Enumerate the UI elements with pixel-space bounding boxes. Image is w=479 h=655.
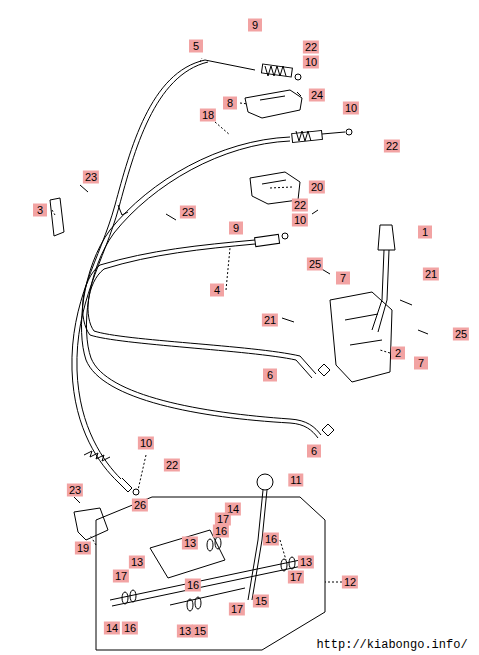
- lever-housing: [330, 292, 392, 382]
- cable-spring: [84, 451, 110, 461]
- cable-bracket: [245, 90, 302, 118]
- callout-number: 22: [292, 199, 308, 212]
- lever-knob: [257, 474, 273, 490]
- callout-number: 12: [342, 576, 358, 589]
- callout-number: 3: [33, 204, 47, 217]
- callout-number: 21: [423, 268, 439, 281]
- cable-bracket: [74, 508, 108, 540]
- callout-number: 7: [414, 357, 428, 370]
- callout-number: 21: [262, 314, 278, 327]
- cable-eye: [133, 489, 139, 495]
- callout-number: 16: [213, 525, 229, 538]
- callout-number: 24: [309, 89, 325, 102]
- cable-rod: [205, 60, 255, 70]
- shift-lever: [372, 250, 389, 332]
- callout-number: 10: [343, 102, 359, 115]
- callout-number: 7: [336, 272, 350, 285]
- callout-number: 25: [453, 328, 469, 341]
- bolt: [282, 268, 428, 334]
- callout-number: 23: [83, 171, 99, 184]
- lever-boot: [318, 364, 334, 436]
- callout-number: 17: [229, 603, 245, 616]
- washer: [281, 559, 287, 571]
- callout-number: 4: [210, 284, 224, 297]
- callout-number: 15: [253, 595, 269, 608]
- callout-number: 9: [229, 222, 243, 235]
- callout-number: 16: [185, 579, 201, 592]
- callout-number: 16: [122, 622, 138, 635]
- callout-number: 22: [384, 140, 400, 153]
- washer: [122, 592, 128, 604]
- bolt: [74, 92, 318, 503]
- callout-number: 20: [309, 181, 325, 194]
- callout-number: 9: [248, 19, 262, 32]
- callout-number: 16: [263, 533, 279, 546]
- assembly-outline: [96, 497, 325, 650]
- washer: [207, 539, 213, 551]
- callout-number: 10: [138, 437, 154, 450]
- select-cable: [81, 137, 318, 438]
- shift-cable: [88, 244, 316, 374]
- washer: [215, 537, 221, 549]
- callout-number: 22: [303, 41, 319, 54]
- cable-rod: [322, 132, 345, 134]
- cable-spring: [265, 66, 286, 76]
- washer: [289, 557, 295, 569]
- shift-cable: [72, 60, 205, 482]
- callout-number: 8: [223, 97, 237, 110]
- cable-adjuster: [261, 64, 292, 77]
- callout-number: 15: [192, 625, 208, 638]
- cable-eye: [295, 74, 301, 80]
- shift-knob: [378, 225, 395, 250]
- callout-number: 22: [164, 459, 180, 472]
- callout-number: 26: [132, 499, 148, 512]
- cable-spring: [296, 131, 311, 141]
- callout-number: 5: [189, 40, 203, 53]
- callout-number: 10: [303, 56, 319, 69]
- callout-number: 18: [200, 109, 216, 122]
- callout-number: 6: [307, 445, 321, 458]
- callout-number: 14: [104, 622, 120, 635]
- cable-eye: [282, 233, 288, 239]
- cable-adjuster: [255, 234, 280, 246]
- callout-number: 13: [129, 556, 145, 569]
- cable-end: [118, 478, 132, 492]
- cable-adjuster: [292, 130, 323, 142]
- callout-number: 25: [307, 258, 323, 271]
- cable-bracket: [50, 198, 64, 236]
- select-cable: [86, 141, 321, 435]
- callout-number: 1: [418, 226, 432, 239]
- cable-eye: [346, 129, 352, 135]
- washer: [195, 597, 201, 609]
- clip: [118, 205, 128, 215]
- callout-number: 23: [67, 484, 83, 497]
- callout-number: 13: [177, 625, 193, 638]
- callout-number: 11: [288, 474, 303, 487]
- leader-line: [52, 58, 390, 582]
- callout-number: 13: [182, 537, 198, 550]
- callout-number: 2: [391, 347, 405, 360]
- callout-number: 17: [288, 571, 304, 584]
- callout-number: 19: [75, 542, 91, 555]
- shift-cable: [77, 62, 208, 479]
- callout-number: 6: [263, 369, 277, 382]
- shift-cable: [83, 240, 312, 378]
- callout-number: 23: [180, 206, 196, 219]
- washer: [130, 590, 136, 602]
- washer: [187, 599, 193, 611]
- callout-number: 17: [113, 570, 129, 583]
- callout-number: 10: [292, 214, 308, 227]
- callout-number: 13: [298, 556, 314, 569]
- watermark: http://kiabongo.info/: [315, 638, 468, 652]
